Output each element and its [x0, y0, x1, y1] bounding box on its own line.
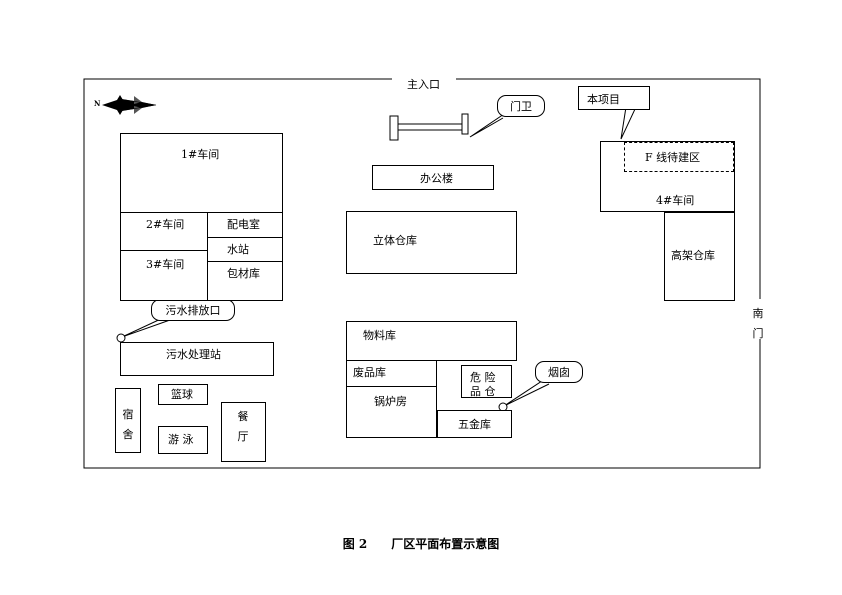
waste-boiler-divider [346, 386, 437, 387]
south-gate-label: 南门 [752, 307, 764, 340]
packaging-warehouse: 包材库 [207, 261, 283, 301]
workshop-4: 4#车间 [600, 141, 735, 212]
north-arrow-icon [102, 95, 157, 115]
workshop-3: 3#车间 [120, 250, 208, 301]
canteen: 餐厅 [221, 402, 266, 462]
basketball-label: 篮球 [171, 388, 193, 401]
power-room: 配电室 [207, 212, 283, 238]
hazard-label-line1: 危 险 [470, 371, 496, 384]
material-warehouse: 物料库 [346, 321, 517, 361]
hazard-label-line2: 品 仓 [470, 385, 496, 398]
sewage-plant-label: 污水处理站 [166, 348, 221, 361]
workshop-4-label: 4#车间 [656, 194, 695, 207]
high-rack-warehouse-label: 高架仓库 [671, 249, 715, 262]
workshop-2-label: 2#车间 [146, 218, 185, 231]
f-line-area-label: F 线待建区 [645, 151, 701, 164]
swimming-pool: 游 泳 [158, 426, 208, 454]
stereo-warehouse-label: 立体仓库 [373, 234, 417, 247]
hardware-warehouse-label: 五金库 [458, 418, 491, 431]
figure-caption: 图 2 厂区平面布置示意图 [0, 535, 842, 552]
water-station: 水站 [207, 237, 283, 262]
basketball-court: 篮球 [158, 384, 208, 405]
this-project-callout: 本项目 [578, 86, 650, 110]
workshop-2: 2#车间 [120, 212, 208, 251]
water-station-label: 水站 [227, 243, 249, 256]
workshop-1-label: 1#车间 [181, 148, 220, 161]
waste-boiler-block [346, 360, 437, 438]
f-line-reserved-area: F 线待建区 [624, 142, 734, 172]
stereo-warehouse: 立体仓库 [346, 211, 517, 274]
dorm-label: 宿舍 [122, 408, 134, 441]
hardware-warehouse: 五金库 [437, 410, 512, 438]
chimney-callout: 烟囱 [535, 361, 583, 383]
packaging-warehouse-label: 包材库 [227, 267, 260, 280]
workshop-3-label: 3#车间 [146, 258, 185, 271]
main-entrance-label: 主入口 [407, 78, 440, 91]
sewage-plant: 污水处理站 [120, 342, 274, 376]
dormitory: 宿舍 [115, 388, 141, 453]
material-warehouse-label: 物料库 [363, 329, 396, 342]
hazardous-warehouse: 危 险 品 仓 [461, 365, 512, 398]
north-letter: N [94, 99, 101, 108]
waste-warehouse-label: 废品库 [353, 366, 386, 379]
office-building: 办公楼 [372, 165, 494, 190]
sewage-outlet-callout: 污水排放口 [151, 299, 235, 321]
power-room-label: 配电室 [227, 218, 260, 231]
guard-gate-barrier [389, 113, 469, 141]
high-rack-warehouse: 高架仓库 [664, 212, 735, 301]
canteen-label: 餐厅 [237, 410, 249, 443]
figure-title: 厂区平面布置示意图 [391, 537, 500, 551]
figure-number: 图 2 [342, 537, 368, 551]
boiler-room-label: 锅炉房 [374, 395, 407, 408]
guard-callout: 门卫 [497, 95, 545, 117]
swimming-label: 游 泳 [168, 433, 194, 446]
office-label: 办公楼 [420, 172, 453, 185]
